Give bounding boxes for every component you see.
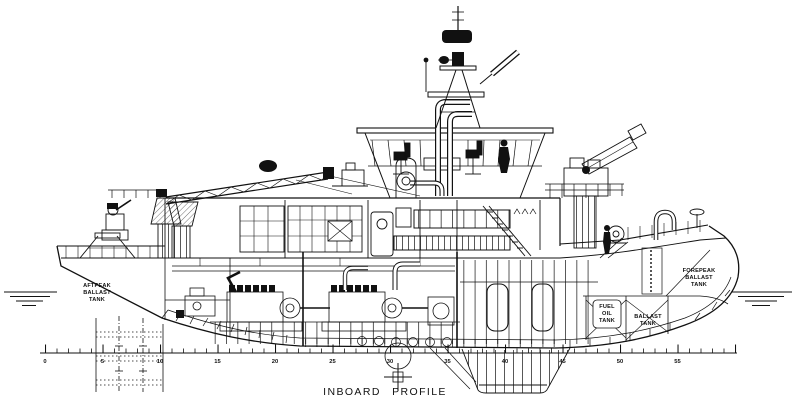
aft-crane: [150, 160, 421, 259]
bow-crane: [563, 123, 647, 249]
frame-number: 0: [43, 359, 46, 365]
label-line: TANK: [89, 297, 105, 303]
label-line: BALLAST: [83, 290, 111, 296]
label-line: FUEL: [599, 304, 615, 310]
person-figure: [498, 139, 510, 173]
label-line: TANK: [599, 318, 615, 324]
frame-number: 35: [444, 359, 451, 365]
frame-number: 15: [214, 359, 221, 365]
label-line: BALLAST: [634, 314, 662, 320]
tank-labels: AFTPEAK BALLAST TANK FUEL OIL TANK BALLA…: [83, 268, 716, 329]
ballast-tank-label: BALLAST TANK: [634, 314, 662, 327]
vent-cyclone: [332, 157, 417, 198]
inclined-antenna: [479, 49, 520, 85]
stern-gantry: [79, 199, 136, 259]
fuel-oil-tank-label: FUEL OIL TANK: [592, 299, 622, 329]
frame-scale-numbers: 0 5 10 15 20 25 30 35 40 45 50 55: [43, 359, 681, 365]
frame-number: 50: [617, 359, 623, 365]
aftpeak-ballast-tank-label: AFTPEAK BALLAST TANK: [83, 283, 111, 303]
fore-deck-fittings: [599, 208, 705, 259]
bulkheads-and-decks: [164, 247, 729, 348]
label-line: FOREPEAK: [683, 268, 716, 274]
frame-number: 25: [329, 359, 336, 365]
label-line: OIL: [602, 311, 612, 317]
label-line: AFTPEAK: [83, 283, 111, 289]
label-line: TANK: [640, 321, 656, 327]
label-line: TANK: [691, 282, 707, 288]
drawing-title: INBOARD PROFILE: [323, 386, 447, 398]
waterline-symbol-bow: [731, 291, 792, 306]
deckhouse: [164, 197, 561, 259]
label-line: BALLAST: [685, 275, 713, 281]
frame-number: 45: [559, 359, 566, 365]
main-engines: [172, 258, 455, 332]
frame-number: 5: [101, 359, 105, 365]
boat-deck-railings: [108, 183, 624, 198]
pilot-chairs: [393, 140, 483, 175]
waterline-symbol-aft: [4, 291, 57, 306]
frame-number: 10: [157, 359, 163, 365]
exhaust-pipes: [410, 99, 472, 196]
frame-number: 55: [674, 359, 681, 365]
bow-skeg: [429, 347, 571, 394]
stern-bulwark: [65, 246, 151, 258]
stern-skeg-dashed: [95, 316, 164, 392]
mast: [423, 6, 520, 129]
frame-scale-ruler: [40, 342, 738, 391]
frame-number: 30: [387, 359, 393, 365]
wheelhouse: [356, 127, 554, 199]
person-figure: [603, 225, 611, 254]
forepeak-ballast-tank-label: FOREPEAK BALLAST TANK: [683, 268, 716, 288]
frame-number: 20: [272, 359, 278, 365]
